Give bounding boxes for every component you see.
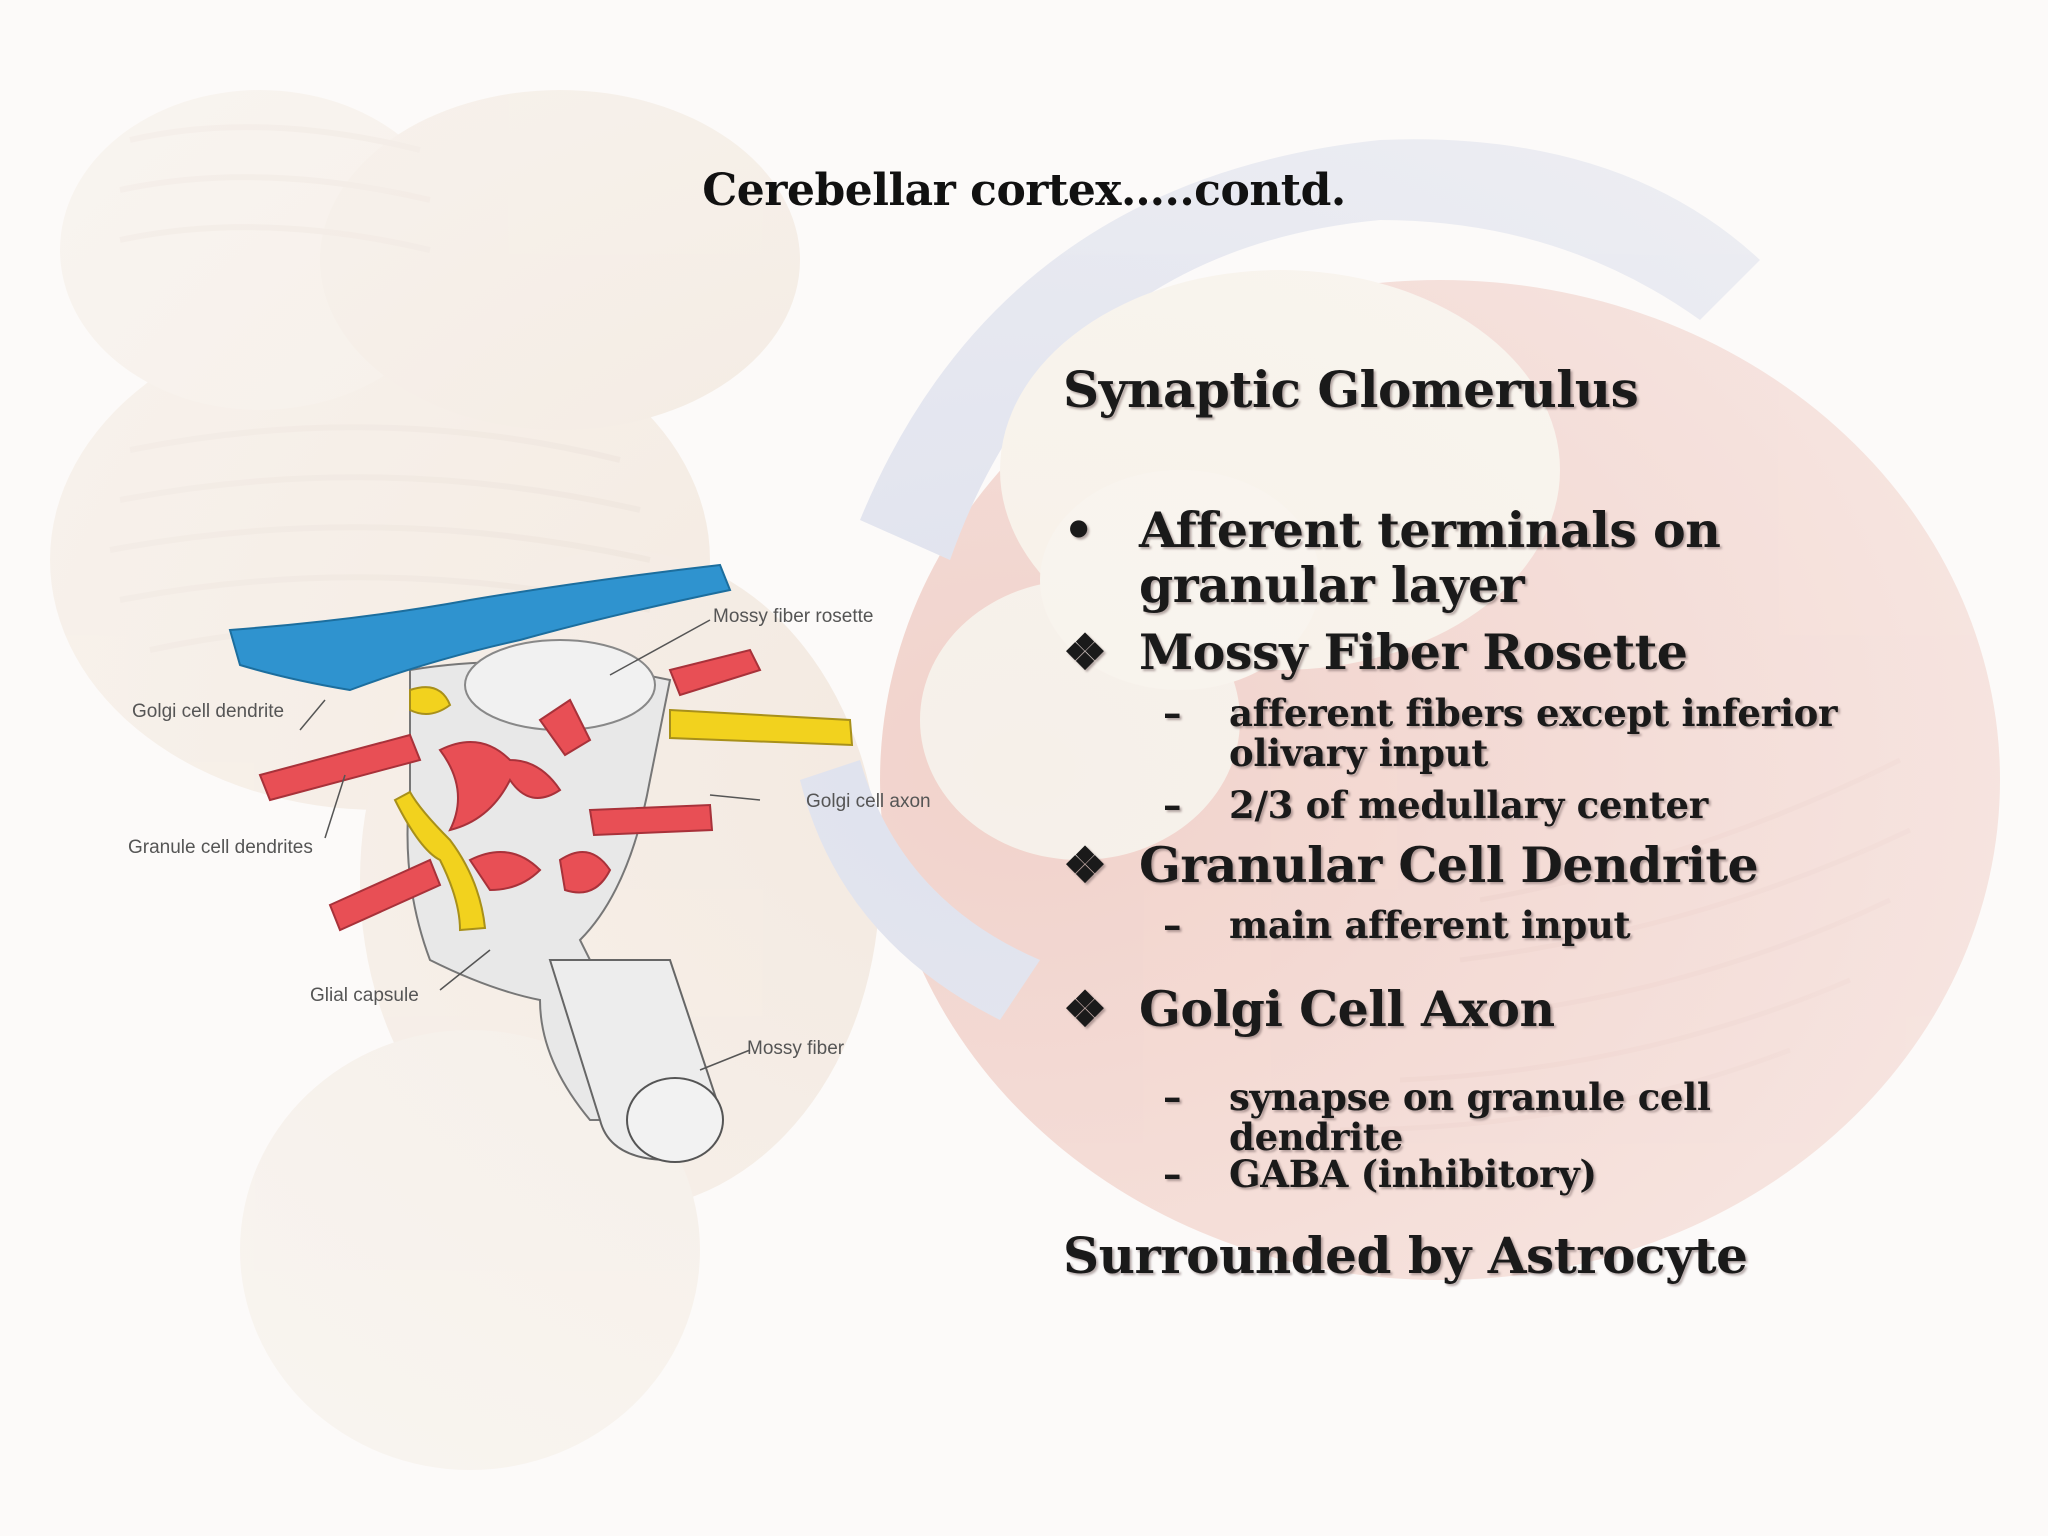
granule-dendrite-4 [588,803,714,837]
subbullet-text: afferent fibers except inferior olivary … [1229,691,1838,775]
granule-dendrite-3 [668,648,762,697]
golgi-axon-branch [393,790,487,932]
dash-marker: – [1163,1075,1182,1119]
dash-marker: – [1163,783,1182,827]
label-granule-cell-dendrites: Granule cell dendrites [128,837,313,858]
golgi-cell-dendrite-shape [228,563,732,692]
label-mossy-fiber-rosette: Mossy fiber rosette [713,606,874,627]
subbullet-afferent-fibers: – afferent fibers except inferior olivar… [1163,693,1883,773]
label-mossy-fiber: Mossy fiber [747,1038,845,1059]
section-heading: Synaptic Glomerulus [1063,360,1639,419]
footer-statement: Surrounded by Astrocyte [1063,1226,1748,1285]
bullet-text: Afferent terminals on granular layer [1139,501,1721,614]
golgi-cell-axon-shape [669,708,854,747]
subbullet-text: 2/3 of medullary center [1229,783,1708,827]
bullet-mossy-fiber-rosette: ❖ Mossy Fiber Rosette [1063,625,1863,680]
diamond-marker: ❖ [1063,623,1107,681]
synaptic-glomerulus-diagram: Mossy fiber rosette Golgi cell dendrite … [128,563,931,1163]
label-golgi-cell-axon: Golgi cell axon [806,791,931,812]
bullet-marker: • [1063,501,1094,559]
bullet-text: Golgi Cell Axon [1139,980,1555,1038]
granule-dendrite-2 [328,858,442,932]
granule-dendrite-1 [258,733,422,802]
dash-marker: – [1163,903,1182,947]
granule-dendrite-5 [438,741,562,832]
bullet-text: Mossy Fiber Rosette [1139,623,1688,681]
diamond-marker: ❖ [1063,980,1107,1038]
label-glial-capsule: Glial capsule [310,985,419,1006]
mossy-fiber-end [626,1077,724,1163]
subbullet-text: synapse on granule cell dendrite [1229,1075,1711,1159]
granule-dendrite-8 [538,698,592,757]
granule-dendrite-6 [468,851,542,892]
diamond-marker: ❖ [1063,836,1107,894]
subbullet-text: GABA (inhibitory) [1229,1152,1597,1196]
subbullet-main-afferent: – main afferent input [1163,905,1883,945]
granule-dendrite-7 [558,851,612,894]
bullet-afferent-terminals: • Afferent terminals on granular layer [1063,503,1863,613]
subbullet-synapse: – synapse on granule cell dendrite [1163,1077,1883,1157]
bullet-golgi-cell-axon: ❖ Golgi Cell Axon [1063,982,1863,1037]
bullet-text: Granular Cell Dendrite [1139,836,1759,894]
label-golgi-cell-dendrite: Golgi cell dendrite [132,701,284,722]
subbullet-text: main afferent input [1229,903,1631,947]
dash-marker: – [1163,691,1182,735]
dash-marker: – [1163,1152,1182,1196]
bullet-granular-cell-dendrite: ❖ Granular Cell Dendrite [1063,838,1863,893]
slide-title: Cerebellar cortex…..contd. [702,165,1346,216]
subbullet-gaba: – GABA (inhibitory) [1163,1154,1883,1194]
golgi-axon-bulb [409,686,452,715]
subbullet-medullary-center: – 2/3 of medullary center [1163,785,1883,825]
